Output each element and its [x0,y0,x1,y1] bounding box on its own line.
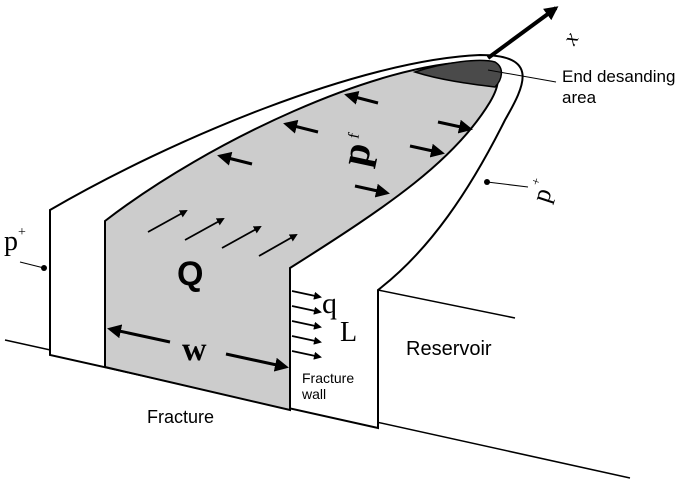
leakoff-label: q L [322,287,357,348]
leakoff-arrow [291,305,322,315]
x-axis-arrow [486,6,559,60]
fracture-pressure-arrows [217,90,473,198]
flow-rate-label: Q [177,255,203,293]
right-reservoir-line [377,289,516,319]
leakoff-arrow [291,320,322,330]
leakoff-arrow [291,290,322,300]
pressure-arrow [217,151,253,166]
pressure-arrow [437,119,473,134]
fracture-wall-label: Fracture wall [301,370,358,402]
leakoff-arrows [291,290,322,360]
end-desanding-area [412,59,503,88]
width-arrow-right [225,352,289,372]
flow-arrow [221,226,262,249]
flow-arrow [258,234,298,257]
pressure-arrow [354,183,390,198]
pressure-arrow [409,143,445,158]
reservoir-pressure-right: p + [523,176,560,206]
reservoir-pressure-left: p + [4,225,26,257]
width-label: w [182,331,207,368]
leakoff-arrow [291,350,322,360]
x-axis-label: x [556,28,583,50]
reservoir-label: Reservoir [406,338,492,360]
pressure-leader-left [19,261,45,269]
end-desanding-leader [487,69,557,83]
width-arrow-left [107,324,171,344]
pressure-arrow [283,119,319,134]
pressure-leader-right [486,181,529,188]
end-desanding-label: End desanding area [562,67,680,107]
leakoff-arrow [291,335,322,345]
pressure-arrow [344,90,379,105]
fracture-label: Fracture [147,407,214,427]
flow-arrows [147,210,298,257]
flow-arrow [184,218,225,241]
flow-arrow [147,210,188,233]
